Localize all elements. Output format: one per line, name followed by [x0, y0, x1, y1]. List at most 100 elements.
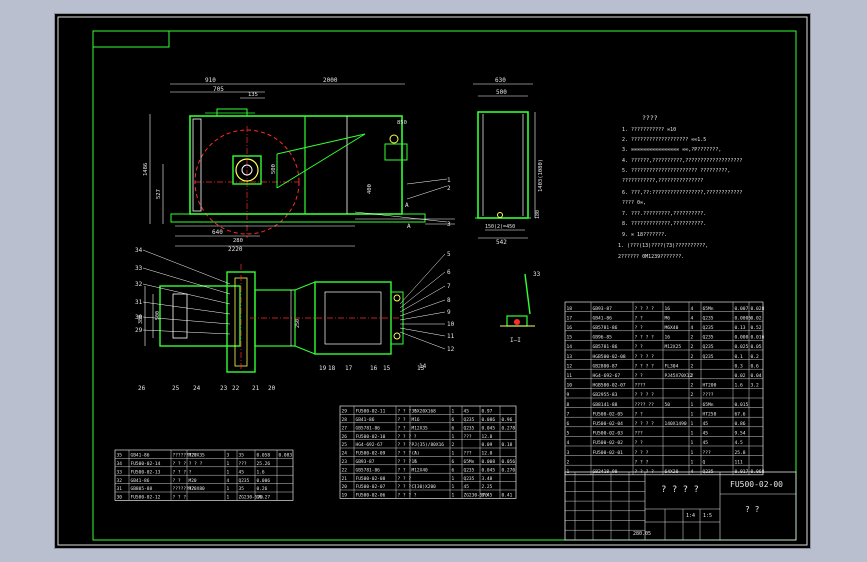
bom-cell: FU500-02-03	[593, 431, 624, 437]
bom-cell: 140X1490	[665, 421, 687, 427]
bom-cell: ???	[464, 451, 472, 457]
title-sub: ? ?	[745, 505, 760, 514]
note-line: 7. ???.?????????,??????????.	[622, 211, 706, 217]
dim-640: 640	[212, 229, 223, 236]
bom-cell: FU500-02-01	[593, 450, 624, 456]
bom-cell: HT250	[703, 411, 717, 417]
bom-cell: ?????????	[173, 453, 198, 459]
bom-cell: FU500-02-09	[356, 451, 386, 457]
bom-cell: 0.056	[502, 459, 516, 465]
callout-label: 21	[252, 385, 260, 392]
bom-cell: 25.8	[735, 450, 746, 456]
title-scale: 1:4	[686, 513, 695, 519]
bom-cell: 0.270	[502, 467, 516, 473]
bom-cell: ? ? ? ?	[398, 409, 417, 415]
bom-cell: 0.26	[257, 486, 268, 492]
side-view: 630 500 1403(1080) 180 150(2)=450 542	[473, 77, 544, 246]
callout-label: 19	[319, 365, 327, 372]
bom-cell: ? ?	[635, 315, 644, 321]
bom-cell: 111	[735, 459, 744, 465]
bom-cell: ? ? ?	[398, 442, 412, 448]
bom-cell: Q235	[239, 478, 250, 484]
bom-cell: 12.0	[482, 451, 493, 457]
bom-cell: 34	[117, 461, 123, 467]
bom-cell: GB93-87	[593, 306, 613, 312]
bom-cell: GB2800-87	[593, 363, 618, 369]
bom-cell: Q235	[703, 344, 714, 350]
bom-cell: 0.1	[735, 354, 744, 360]
bom-cell: 16	[567, 325, 573, 331]
bom-cell: 65Mn	[464, 459, 475, 465]
bom-cell: 4	[691, 325, 694, 331]
callout-label: 23	[220, 385, 228, 392]
bom-cell: 20	[342, 484, 348, 490]
bom-cell: HGB500-02-07	[593, 383, 626, 389]
bom-cell: ? ?	[173, 478, 181, 484]
note-line: 1. (???(13)????(73)??????????,	[618, 243, 708, 249]
bom-cell: FU500-02-06	[356, 493, 386, 499]
bom-cell: 0.05	[751, 344, 762, 350]
bom-cell: 4	[691, 306, 694, 312]
bom-cell: 1	[452, 434, 455, 440]
bom-cell: 67.6	[735, 411, 746, 417]
bom-cell: 50	[665, 402, 671, 408]
bom-cell: 0.086	[482, 417, 496, 423]
callout-label: 11	[447, 333, 455, 340]
bom-cell: 16	[665, 306, 671, 312]
callout-label: 7	[447, 283, 451, 290]
bom-cell: Q235	[464, 417, 475, 423]
bom-cell: Q235	[703, 354, 714, 360]
bom-cell: 0.02	[735, 373, 746, 379]
bom-cell: 2	[691, 383, 694, 389]
bom-cell: PJ(35)/80X16	[412, 442, 445, 448]
drawing-sheet: 910 705 135 2000 850 1486 527 400 640 28…	[55, 14, 810, 548]
bom-cell: M6X40	[665, 325, 679, 331]
callout-label: 26	[138, 385, 146, 392]
bom-cell: Q235	[703, 335, 714, 341]
bom-cell: 0.016	[751, 335, 765, 341]
bom-cell: 5	[567, 431, 570, 437]
bom-cell: 45	[703, 421, 709, 427]
bom-cell: ? ?	[398, 417, 406, 423]
bom-cell: 2	[691, 363, 694, 369]
section-a-upper: A	[405, 202, 409, 209]
dim-180: 180	[535, 210, 541, 219]
bom-cell: 35	[117, 453, 123, 459]
bom-cell: ? ? ? ?	[635, 421, 655, 427]
bom-cell: 0.028	[751, 306, 765, 312]
bom-cell: GB41-86	[131, 478, 150, 484]
bom-cell: FU500-02-10	[356, 434, 386, 440]
bom-cell: ? ? ?	[398, 476, 412, 482]
dim-527: 527	[156, 189, 162, 199]
bom-cell: 0.96	[502, 417, 513, 423]
bom-cell: ????	[635, 383, 646, 389]
bom-cell: 7	[567, 411, 570, 417]
callout-label: 25	[172, 385, 180, 392]
bom-cell: HG4-692-67	[356, 442, 383, 448]
bom-cell: FU500-02-11	[356, 409, 386, 415]
dim-4x50: 150(2)=450	[485, 224, 515, 230]
callout-label: 17	[345, 365, 353, 372]
bom-cell: M6	[665, 315, 671, 321]
dim-542: 542	[496, 239, 507, 246]
bom-cell: 45	[464, 484, 470, 490]
bom-cell: 16	[665, 335, 671, 341]
callouts-top: 1 2 3	[354, 177, 451, 228]
bom-cell: 0.045	[482, 467, 496, 473]
bom-cell: ? ? ? ?	[635, 354, 655, 360]
bom-cell: 1.6	[735, 383, 744, 389]
bom-cell: 35	[239, 453, 245, 459]
dim-380: 380	[138, 315, 144, 324]
note-line: ???? 0∞,	[622, 200, 646, 206]
bom-cell: 26	[342, 434, 348, 440]
dim-910: 910	[205, 77, 216, 84]
section-a-lower: A	[407, 223, 411, 230]
bom-cell: 1	[691, 402, 694, 408]
bom-cell: 2	[691, 373, 694, 379]
notes-heading: ????	[642, 114, 658, 122]
code-box	[92, 30, 170, 48]
bom-cell: 6	[452, 417, 455, 423]
bom-cell: FU500-02-05	[593, 411, 624, 417]
bom-cell: 6	[567, 421, 570, 427]
